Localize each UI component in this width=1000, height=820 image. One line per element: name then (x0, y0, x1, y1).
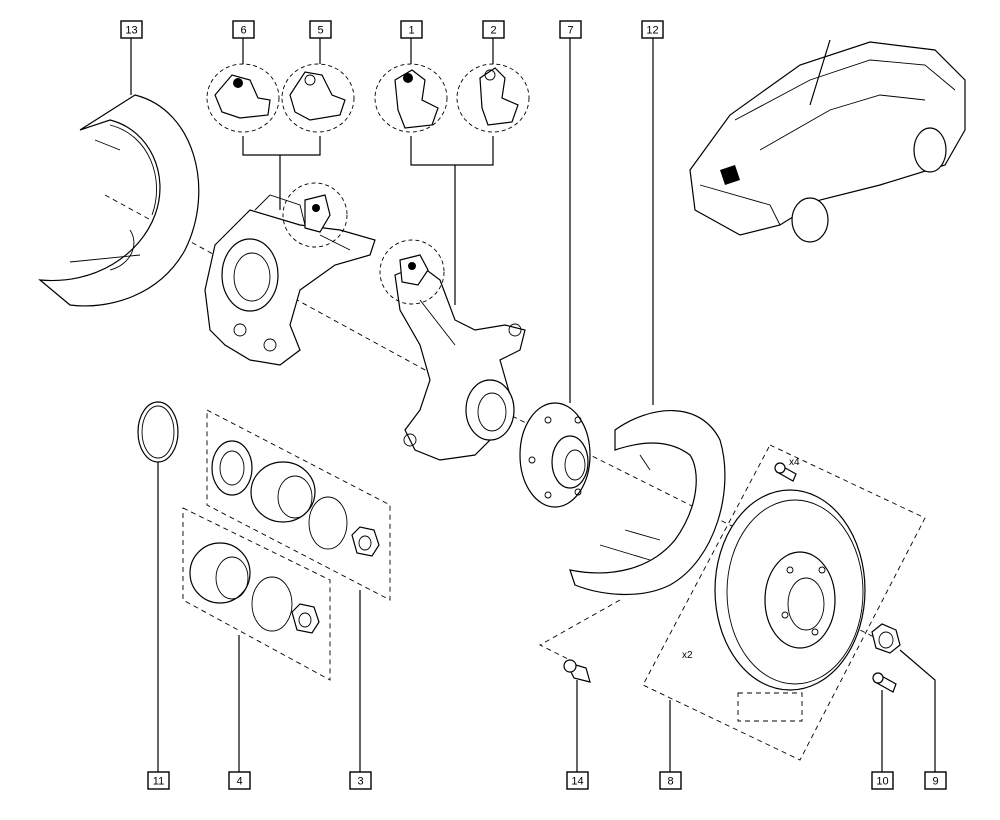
disc-kit-outline (642, 444, 926, 761)
bearing-kit-3-parts (211, 440, 380, 557)
disc-label-placeholder (737, 692, 803, 722)
disc-screw-top (774, 462, 797, 482)
callout-10[interactable]: 10 (871, 771, 894, 790)
detail-bubble-2 (456, 63, 530, 133)
svg-text:1: 1 (408, 25, 414, 37)
steering-knuckle-left (204, 182, 376, 366)
callout-11[interactable]: 11 (147, 771, 170, 790)
vehicle-illustration (689, 39, 966, 243)
callout-1[interactable]: 1 (400, 20, 423, 39)
callout-14[interactable]: 14 (566, 771, 589, 790)
callout-13[interactable]: 13 (120, 20, 143, 39)
svg-text:9: 9 (932, 776, 938, 788)
callout-9[interactable]: 9 (924, 771, 947, 790)
svg-text:6: 6 (240, 25, 246, 37)
circlip (137, 401, 179, 463)
svg-text:13: 13 (125, 25, 137, 37)
bearing-kit-3-outline (206, 409, 391, 601)
disc-quantity-label: x2 (682, 650, 693, 661)
brake-disc (714, 489, 866, 691)
shield-bolt (563, 659, 591, 683)
callout-6[interactable]: 6 (232, 20, 255, 39)
brake-dust-shield-right (569, 410, 726, 596)
callout-8[interactable]: 8 (659, 771, 682, 790)
svg-text:11: 11 (153, 776, 164, 788)
svg-text:12: 12 (646, 25, 658, 37)
callout-7[interactable]: 7 (559, 20, 582, 39)
disc-screw-10 (872, 672, 897, 693)
brake-dust-shield-left (38, 94, 200, 307)
detail-bubble-5 (281, 63, 355, 133)
detail-bubble-1 (374, 63, 448, 133)
bearing-kit-4-parts (189, 542, 320, 634)
svg-text:5: 5 (317, 25, 323, 37)
callout-4[interactable]: 4 (228, 771, 251, 790)
detail-bubble-6 (206, 63, 280, 133)
svg-text:4: 4 (236, 776, 242, 788)
svg-text:14: 14 (571, 776, 583, 788)
callout-12[interactable]: 12 (641, 20, 664, 39)
callout-3[interactable]: 3 (349, 771, 372, 790)
shield-bolt-guide (539, 599, 621, 661)
bolt-quantity-label: x4 (789, 457, 800, 468)
wheel-hub (519, 402, 591, 508)
svg-text:10: 10 (876, 776, 888, 788)
bracket-lines (242, 136, 494, 305)
callout-5[interactable]: 5 (309, 20, 332, 39)
bearing-kit-4-outline (182, 507, 331, 681)
svg-text:8: 8 (667, 776, 673, 788)
svg-text:7: 7 (567, 25, 573, 37)
hub-nut (871, 623, 901, 654)
svg-text:3: 3 (357, 776, 363, 788)
leader-lines (130, 38, 936, 772)
svg-text:2: 2 (490, 25, 496, 37)
steering-knuckle-right (379, 239, 526, 461)
callout-2[interactable]: 2 (482, 20, 505, 39)
